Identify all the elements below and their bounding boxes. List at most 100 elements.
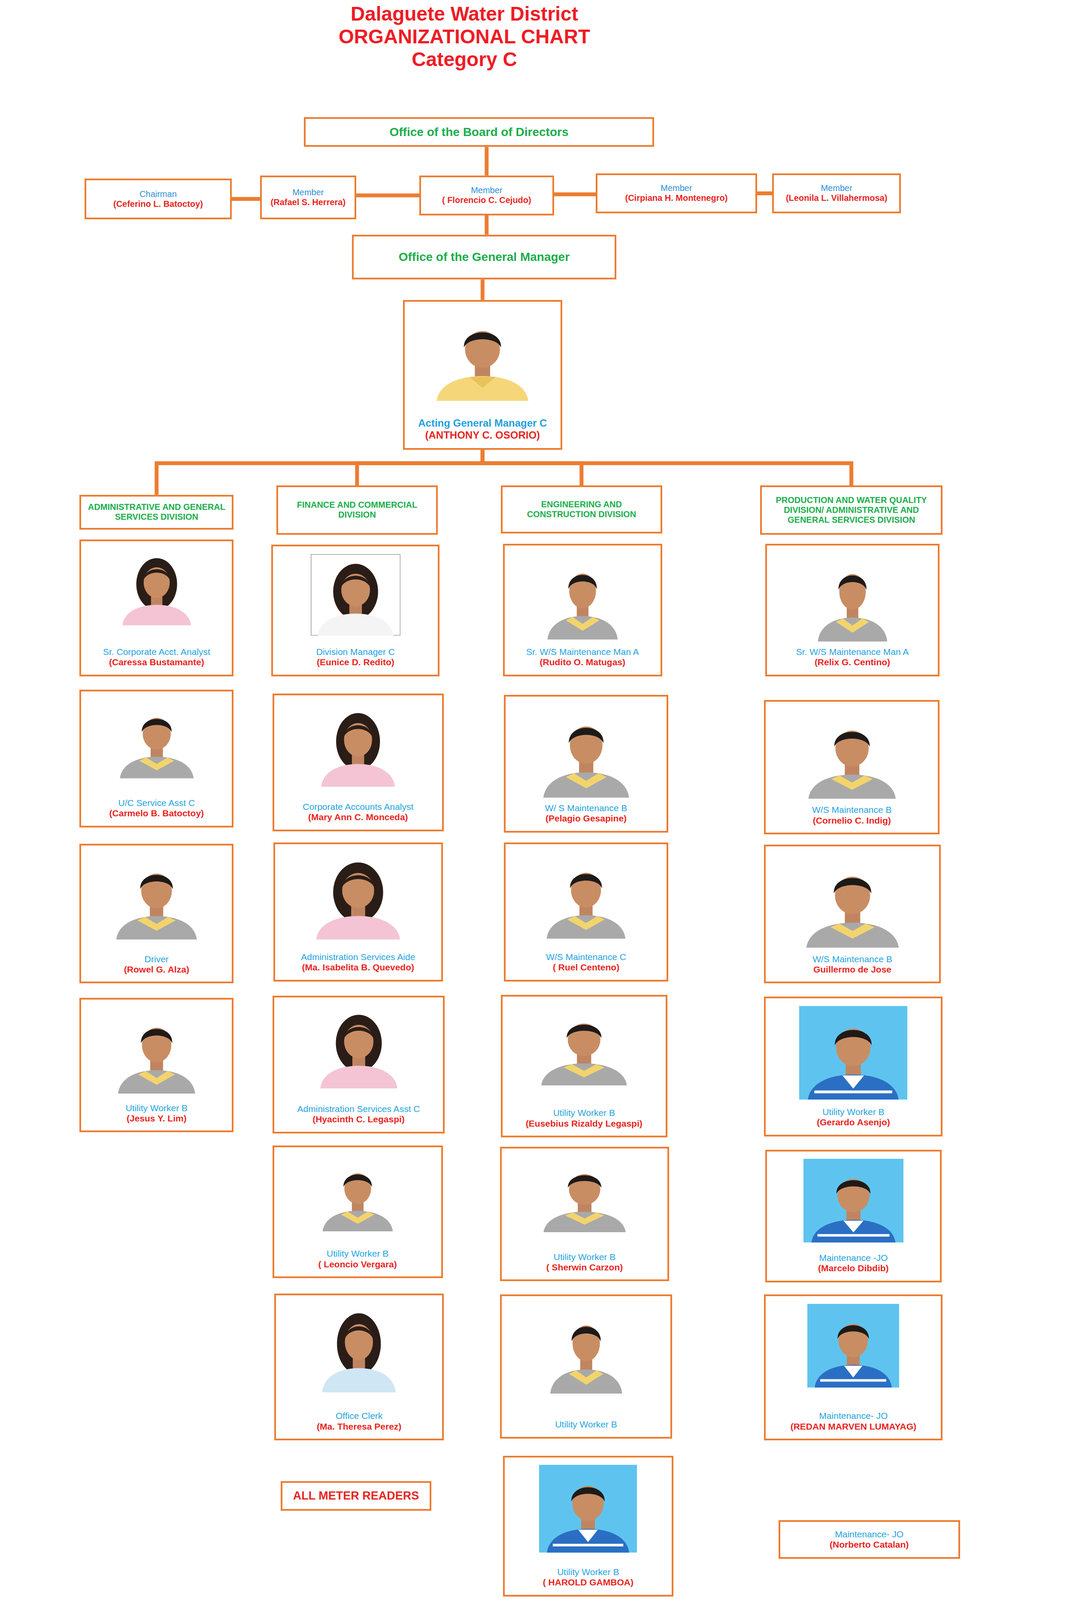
photo xyxy=(315,1154,400,1232)
shirt xyxy=(118,1070,196,1095)
employee-card: Office Clerk(Ma. Theresa Perez) xyxy=(274,1293,444,1441)
photo xyxy=(797,854,908,949)
name-text: ( Florencio C. Cejudo) xyxy=(442,195,532,206)
hair xyxy=(141,719,172,733)
collar xyxy=(830,923,875,939)
hair xyxy=(567,1175,602,1189)
collar xyxy=(340,1211,375,1225)
name-text: (Rowel G. Alza) xyxy=(83,964,230,975)
employee-card: Utility Worker B( HAROLD GAMBOA) xyxy=(503,1455,674,1597)
title-text: Office of the General Manager xyxy=(398,250,570,264)
shirt xyxy=(808,1074,900,1100)
shirt xyxy=(320,1066,398,1089)
collar xyxy=(578,1530,599,1543)
hair xyxy=(834,1029,872,1046)
text-block: Administration Services Aide(Ma. Isabeli… xyxy=(277,951,439,973)
photo xyxy=(539,1464,637,1553)
hair xyxy=(336,712,380,770)
hair xyxy=(568,727,604,744)
hair xyxy=(343,1027,373,1039)
photo xyxy=(807,1303,900,1388)
text-block: W/S Maintenance B(Cornelio C. Indig) xyxy=(768,804,936,826)
photo-ground xyxy=(535,703,638,798)
title-text: Sr. W/S Maintenance Man A xyxy=(507,646,658,658)
title-text: Utility Worker B xyxy=(83,1103,230,1114)
member-box: Member(Cirpiana H. Montenegro) xyxy=(595,173,758,214)
text-block: Division Manager C(Eunice D. Redito) xyxy=(275,646,436,668)
employee-card: Maintenance -JO(Marcelo Dibdib) xyxy=(765,1149,942,1283)
text-block: W/S Maintenance C( Ruel Centeno) xyxy=(508,951,664,973)
photo-ground xyxy=(315,1154,400,1232)
title-text: Member xyxy=(292,187,324,198)
hair xyxy=(341,575,370,587)
photo xyxy=(803,1158,904,1243)
photo xyxy=(427,309,537,401)
photo-ground xyxy=(315,1302,403,1393)
face xyxy=(341,573,370,607)
connector xyxy=(482,449,582,486)
name-text: (Rudito O. Matugas) xyxy=(507,657,658,668)
photo xyxy=(315,1302,403,1393)
shirt xyxy=(811,1220,896,1243)
text-block: Maintenance- JO(REDAN MARVEN LUMAYAG) xyxy=(768,1410,939,1432)
title-text: Division Manager C xyxy=(275,646,436,658)
name-text: (Cirpiana H. Montenegro) xyxy=(624,193,728,204)
photo-ground xyxy=(110,1006,203,1094)
title-text: FINANCE AND COMMERCIAL DIVISION xyxy=(282,500,432,520)
photo-ground xyxy=(800,709,904,799)
name-text: Guillermo de Jose xyxy=(768,964,937,975)
name-text: ( HAROLD GAMBOA) xyxy=(507,1577,670,1588)
employee-box: Maintenance- JO(Norberto Catalan) xyxy=(778,1520,961,1559)
photo xyxy=(800,709,904,799)
connector xyxy=(484,215,489,235)
hair xyxy=(344,724,373,737)
photo-ground xyxy=(308,851,409,940)
hair xyxy=(136,557,177,610)
photo-ground xyxy=(427,309,537,401)
employee-card: Utility Worker B( Sherwin Carzon) xyxy=(500,1146,670,1282)
name-text: (Rafael S. Herrera) xyxy=(270,197,346,208)
collar xyxy=(139,757,175,771)
photo xyxy=(312,1004,405,1089)
photo-ground xyxy=(539,851,634,939)
shirt xyxy=(119,757,194,779)
name-text: (Eusebius Rizaldy Legaspi) xyxy=(505,1118,663,1129)
shirt xyxy=(546,1529,630,1553)
collar xyxy=(469,377,496,389)
hair xyxy=(140,875,173,890)
hair xyxy=(571,1326,601,1342)
employee-card: W/S Maintenance B(Cornelio C. Indig) xyxy=(763,700,940,835)
shirt xyxy=(318,613,394,636)
connector xyxy=(484,146,489,176)
text-block: Sr. Corporate Acct. Analyst(Caressa Bust… xyxy=(83,646,230,668)
title-text: Corporate Accounts Analyst xyxy=(276,801,440,813)
title-text: Office of the Board of Directors xyxy=(389,125,569,140)
stripe xyxy=(814,1090,893,1094)
name-text: ( Ruel Centeno) xyxy=(508,962,664,973)
hair xyxy=(333,563,379,620)
shirt xyxy=(547,616,618,640)
employee-card: Division Manager C(Eunice D. Redito) xyxy=(271,544,440,677)
employee-card: Utility Worker B(Eusebius Rizaldy Legasp… xyxy=(500,994,667,1138)
connector xyxy=(231,197,261,201)
connector xyxy=(757,191,773,196)
text-block: U/C Service Asst C(Carmelo B. Batoctoy) xyxy=(83,797,230,819)
stripe xyxy=(552,1543,624,1547)
hair xyxy=(836,1180,871,1195)
collar xyxy=(565,773,607,789)
title-text: Member xyxy=(470,185,503,196)
text-block: Utility Worker B(Jesus Y. Lim) xyxy=(83,1103,230,1124)
office-box: Office of the General Manager xyxy=(351,234,617,280)
photo xyxy=(115,548,198,626)
hair xyxy=(342,875,375,888)
collar xyxy=(830,775,873,790)
shirt xyxy=(122,604,191,626)
title-text: Utility Worker B xyxy=(507,1567,670,1578)
employee-card: Utility Worker B(Gerardo Asenjo) xyxy=(763,996,943,1137)
photo-ground xyxy=(312,1004,405,1089)
photo xyxy=(540,552,625,640)
division-box: ENGINEERING AND CONSTRUCTION DIVISION xyxy=(500,485,663,534)
hair xyxy=(837,1324,870,1339)
name-text: (Eunice D. Redito) xyxy=(275,657,436,668)
shirt xyxy=(322,1210,393,1232)
